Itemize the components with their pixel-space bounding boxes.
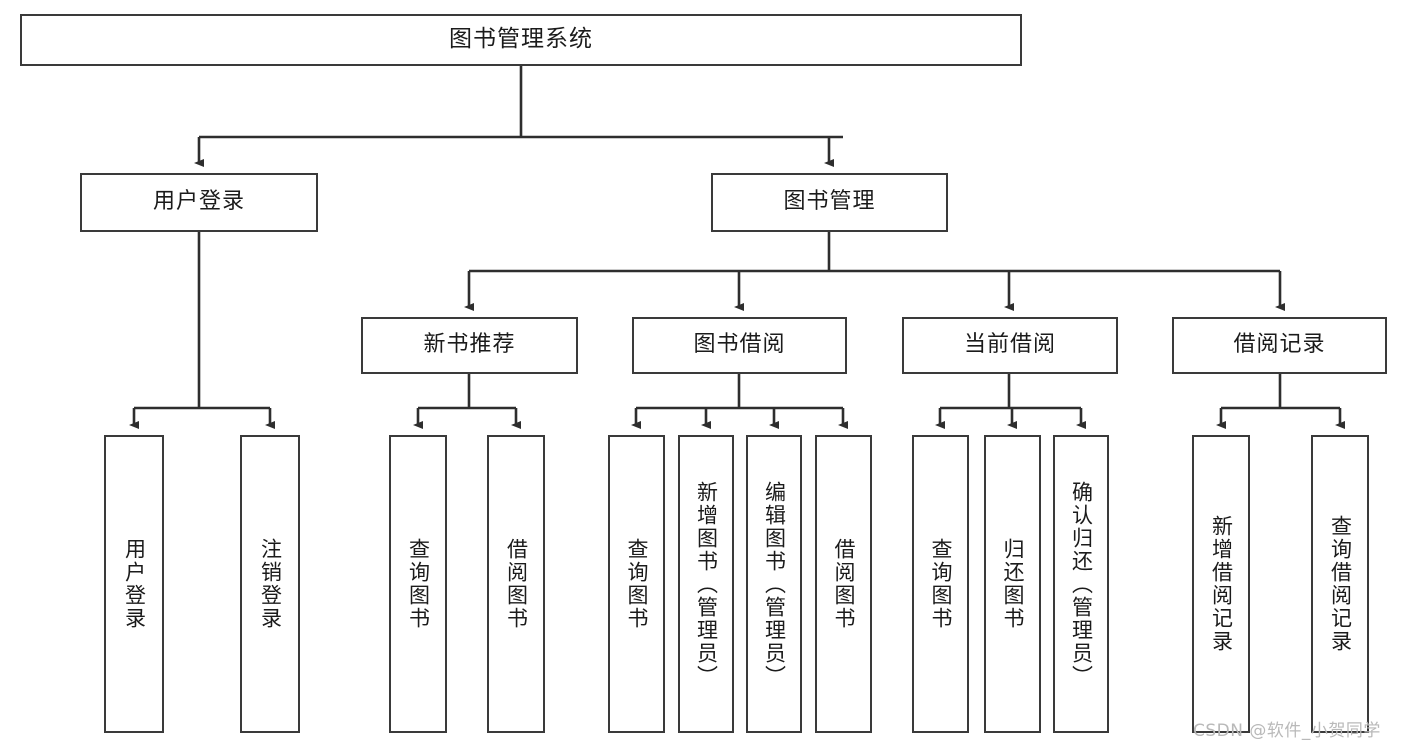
node-book-borrow[interactable]: 图书借阅	[632, 317, 847, 374]
node-leaf-logout-label: 注销登录	[258, 538, 283, 630]
node-borrow-record[interactable]: 借阅记录	[1172, 317, 1387, 374]
node-leaf-return-book[interactable]: 归还图书	[984, 435, 1041, 733]
node-leaf-borrow-book-2[interactable]: 借阅图书	[815, 435, 872, 733]
node-user-login[interactable]: 用户登录	[80, 173, 318, 232]
node-leaf-borrow-book-2-label: 借阅图书	[831, 538, 856, 630]
node-leaf-query-record-label: 查询借阅记录	[1328, 515, 1353, 653]
node-leaf-confirm-return[interactable]: 确认归还（管理员）	[1053, 435, 1109, 733]
node-leaf-logout[interactable]: 注销登录	[240, 435, 300, 733]
node-leaf-add-book[interactable]: 新增图书（管理员）	[678, 435, 734, 733]
node-borrow-record-label: 借阅记录	[1233, 332, 1326, 358]
node-leaf-borrow-book-1[interactable]: 借阅图书	[487, 435, 545, 733]
node-leaf-add-book-label: 新增图书（管理员）	[694, 480, 719, 688]
node-leaf-user-login-label: 用户登录	[122, 538, 147, 630]
node-leaf-edit-book-label: 编辑图书（管理员）	[762, 480, 787, 688]
node-root[interactable]: 图书管理系统	[20, 14, 1022, 66]
node-leaf-query-book-2[interactable]: 查询图书	[608, 435, 665, 733]
node-book-borrow-label: 图书借阅	[693, 332, 786, 358]
node-leaf-query-record[interactable]: 查询借阅记录	[1311, 435, 1369, 733]
node-leaf-query-book-2-label: 查询图书	[624, 538, 649, 630]
node-leaf-query-book-3[interactable]: 查询图书	[912, 435, 969, 733]
node-leaf-user-login[interactable]: 用户登录	[104, 435, 164, 733]
node-new-book-rec[interactable]: 新书推荐	[361, 317, 578, 374]
node-user-login-label: 用户登录	[152, 189, 245, 215]
node-leaf-query-book-3-label: 查询图书	[928, 538, 953, 630]
node-current-borrow[interactable]: 当前借阅	[902, 317, 1118, 374]
node-leaf-add-record[interactable]: 新增借阅记录	[1192, 435, 1250, 733]
node-new-book-rec-label: 新书推荐	[423, 332, 516, 358]
node-leaf-confirm-return-label: 确认归还（管理员）	[1069, 480, 1094, 688]
node-leaf-edit-book[interactable]: 编辑图书（管理员）	[746, 435, 802, 733]
node-leaf-borrow-book-1-label: 借阅图书	[504, 538, 529, 630]
node-leaf-return-book-label: 归还图书	[1000, 538, 1025, 630]
node-book-manage[interactable]: 图书管理	[711, 173, 948, 232]
node-leaf-query-book-1[interactable]: 查询图书	[389, 435, 447, 733]
node-root-label: 图书管理系统	[449, 26, 593, 53]
node-leaf-query-book-1-label: 查询图书	[406, 538, 431, 630]
node-leaf-add-record-label: 新增借阅记录	[1209, 515, 1234, 653]
node-current-borrow-label: 当前借阅	[963, 332, 1056, 358]
node-book-manage-label: 图书管理	[783, 189, 876, 215]
